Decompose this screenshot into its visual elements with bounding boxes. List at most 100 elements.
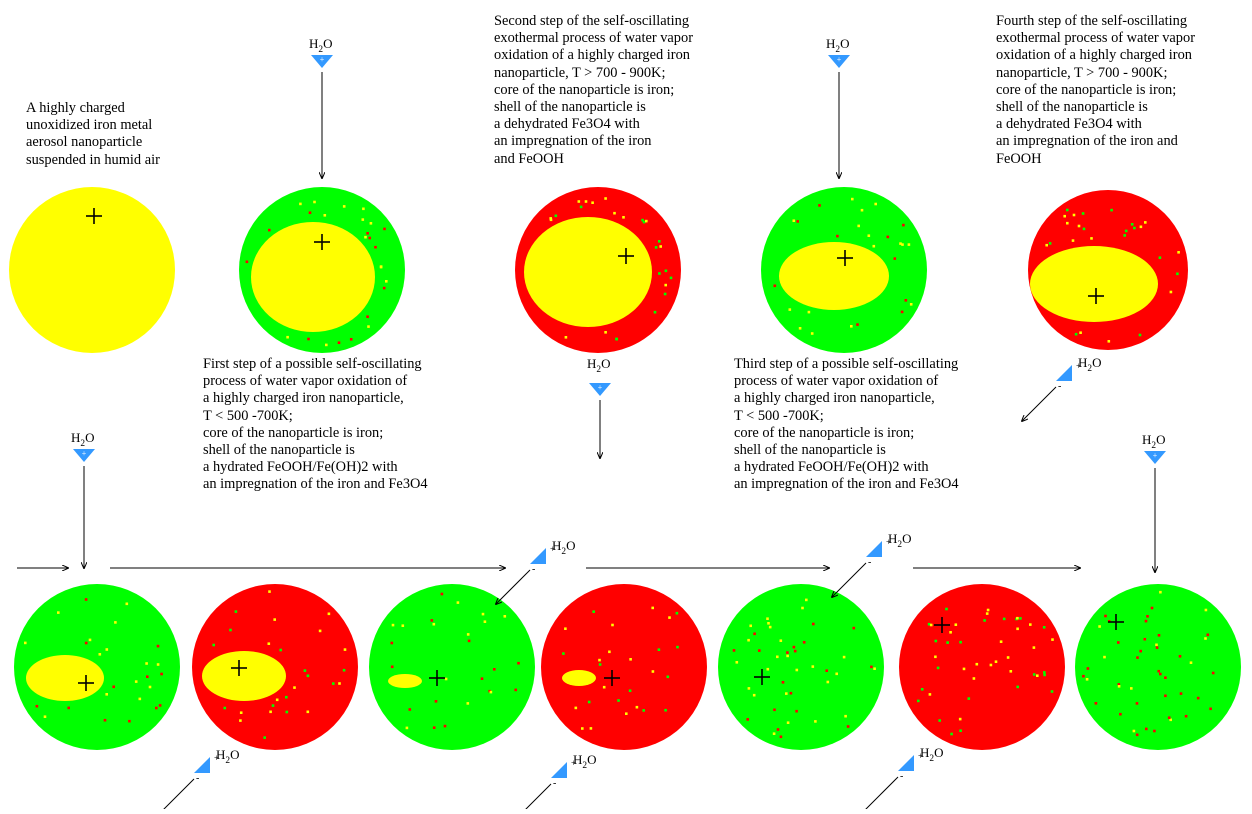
impregnation-dot [1211, 671, 1215, 675]
impregnation-dot [812, 622, 815, 626]
particle-shell [541, 584, 707, 750]
water-molecule-marker [551, 762, 567, 778]
impregnation-dot [466, 702, 470, 705]
impregnation-dot [1045, 243, 1048, 247]
impregnation-dot [584, 200, 588, 203]
impregnation-dot [989, 663, 993, 667]
impregnation-dot [901, 243, 904, 246]
impregnation-dot [658, 240, 661, 243]
impregnation-dot [148, 685, 152, 689]
impregnation-dot [664, 269, 668, 273]
impregnation-dot [1029, 623, 1032, 626]
impregnation-dot [622, 216, 625, 219]
impregnation-dot [929, 623, 933, 627]
impregnation-dot [286, 335, 289, 339]
impregnation-dot [642, 220, 646, 224]
impregnation-dot [938, 719, 941, 722]
impregnation-dot [654, 246, 658, 249]
water-molecule-marker [530, 548, 546, 564]
charge-plus-label: + [837, 55, 842, 64]
charge-plus-label: + [550, 544, 555, 554]
impregnation-dot [1117, 683, 1121, 686]
impregnation-dot [954, 623, 958, 626]
impregnation-dot [361, 218, 365, 221]
impregnation-dot [155, 706, 158, 710]
impregnation-dot [364, 235, 367, 239]
impregnation-dot [342, 668, 346, 672]
impregnation-dot [967, 697, 971, 700]
impregnation-dot [432, 622, 436, 626]
impregnation-dot [846, 725, 850, 728]
impregnation-dot [826, 680, 830, 684]
impregnation-dot [1019, 617, 1022, 620]
impregnation-dot [1179, 692, 1183, 695]
impregnation-dot [1086, 667, 1090, 670]
impregnation-dot [587, 700, 591, 704]
impregnation-dot [1204, 637, 1207, 640]
iron-core [1030, 246, 1158, 322]
impregnation-dot [608, 650, 611, 654]
impregnation-dot [920, 688, 924, 691]
impregnation-dot [1153, 729, 1156, 733]
impregnation-dot [613, 211, 616, 215]
impregnation-dot [503, 615, 507, 618]
charge-plus-label: + [598, 383, 603, 392]
impregnation-dot [379, 265, 383, 269]
nanoparticle [14, 584, 180, 750]
impregnation-dot [268, 228, 271, 232]
impregnation-dot [852, 626, 856, 630]
impregnation-dot [134, 680, 138, 683]
water-molecule-marker [589, 383, 611, 396]
impregnation-dot [383, 227, 386, 231]
impregnation-dot [904, 299, 908, 302]
impregnation-dot [1169, 718, 1172, 722]
water-molecule-marker [311, 55, 333, 68]
impregnation-dot [1196, 696, 1200, 700]
impregnation-dot [517, 661, 520, 665]
impregnation-dot [564, 627, 567, 630]
impregnation-dot [1063, 214, 1066, 218]
water-molecule-marker [866, 541, 882, 557]
impregnation-dot [962, 667, 966, 671]
impregnation-dot [67, 706, 70, 710]
impregnation-dot [658, 272, 661, 275]
impregnation-dot [1032, 673, 1036, 676]
impregnation-dot [1066, 221, 1069, 225]
impregnation-dot [285, 695, 288, 699]
charge-plus-label: + [320, 55, 325, 64]
impregnation-dot [1009, 670, 1013, 673]
impregnation-dot [306, 710, 310, 714]
impregnation-dot [850, 325, 853, 328]
impregnation-dot [959, 729, 962, 732]
impregnation-dot [88, 638, 92, 642]
impregnation-dot [1164, 694, 1167, 698]
impregnation-dot [268, 590, 271, 593]
impregnation-dot [338, 682, 341, 685]
caption-initial-particle: A highly charged unoxidized iron metal a… [26, 100, 160, 168]
impregnation-dot [746, 718, 749, 721]
water-vapor-label: H2O [888, 531, 911, 550]
nanoparticle [1075, 584, 1241, 750]
impregnation-dot [1048, 242, 1052, 245]
particle-shell [9, 187, 175, 353]
impregnation-dot [1094, 702, 1098, 705]
impregnation-dot [1159, 590, 1162, 594]
impregnation-dot [105, 693, 108, 696]
impregnation-dot [303, 669, 307, 672]
water-outflow-arrow [832, 562, 867, 597]
impregnation-dot [781, 681, 785, 684]
nanoparticle [369, 584, 535, 750]
impregnation-dot [374, 245, 377, 249]
impregnation-dot [753, 632, 756, 636]
impregnation-dot [825, 669, 828, 672]
impregnation-dot [785, 692, 788, 695]
water-vapor-label: H2O [587, 356, 610, 375]
impregnation-dot [844, 714, 847, 718]
impregnation-dot [443, 724, 447, 728]
impregnation-dot [549, 217, 552, 220]
impregnation-dot [1164, 676, 1167, 679]
impregnation-dot [1130, 687, 1133, 690]
impregnation-dot [909, 303, 913, 306]
impregnation-dot [659, 245, 662, 248]
